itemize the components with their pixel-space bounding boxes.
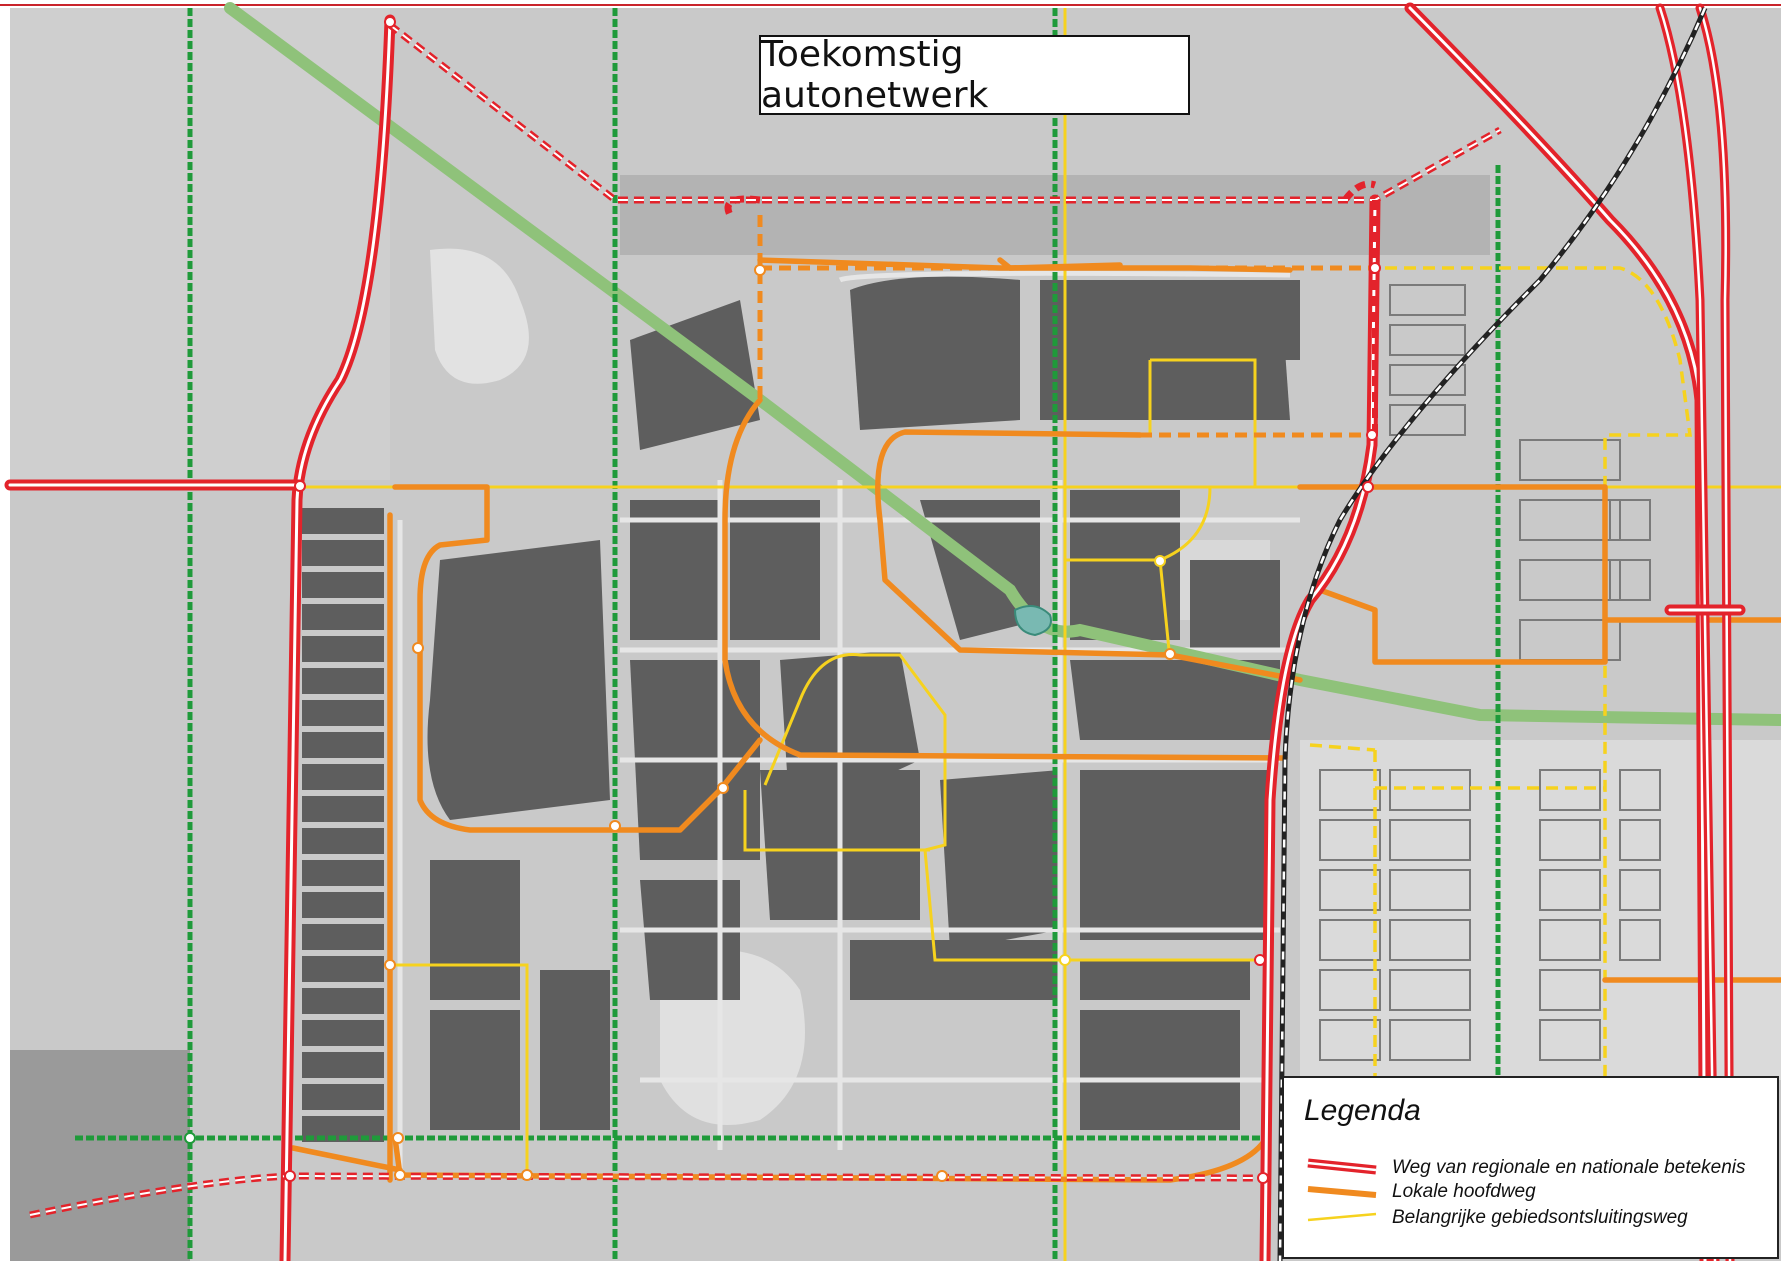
local-main-road-swatch-icon bbox=[1307, 1186, 1377, 1198]
local-main-roads-dashed bbox=[757, 215, 1375, 438]
intersection-markers bbox=[184, 16, 1381, 1184]
regional-roads-dashed-inner bbox=[29, 24, 1501, 1216]
green-routes bbox=[75, 8, 1501, 1261]
white-margin-left bbox=[0, 8, 10, 1261]
top-border bbox=[0, 0, 1781, 6]
legend-item-access-road: Belangrijke gebiedsontsluitingsweg bbox=[1306, 1206, 1688, 1230]
water-feature bbox=[1013, 605, 1052, 637]
legend-label-access-road: Belangrijke gebiedsontsluitingsweg bbox=[1392, 1207, 1688, 1228]
regional-road-swatch-icon bbox=[1307, 1158, 1377, 1175]
legend-heading: Legenda bbox=[1304, 1094, 1421, 1127]
access-road-swatch-icon bbox=[1307, 1212, 1377, 1222]
area-southwest-dark bbox=[10, 1050, 190, 1261]
area-northwest bbox=[10, 8, 390, 480]
legend-item-regional-road: Weg van regionale en nationale betekenis bbox=[1306, 1156, 1746, 1180]
blocks-east-outline bbox=[1319, 284, 1661, 1061]
lake-north bbox=[430, 248, 529, 384]
local-main-roads bbox=[290, 257, 1781, 1183]
map-title: Toekomstig autonetwerk bbox=[759, 34, 1190, 116]
legend: Legenda Weg van regionale en nationale b… bbox=[1282, 1076, 1779, 1259]
access-roads-dashed bbox=[1309, 266, 1692, 1080]
blocks-left-column bbox=[302, 508, 384, 1142]
legend-label-local-main-road: Lokale hoofdweg bbox=[1392, 1181, 1536, 1202]
legend-label-regional-road: Weg van regionale en nationale betekenis bbox=[1392, 1157, 1746, 1178]
legend-item-local-main-road: Lokale hoofdweg bbox=[1306, 1180, 1536, 1204]
railway-dashes bbox=[1278, 7, 1707, 1261]
blocks-center bbox=[427, 276, 1300, 1130]
area-inner bbox=[620, 175, 1490, 255]
